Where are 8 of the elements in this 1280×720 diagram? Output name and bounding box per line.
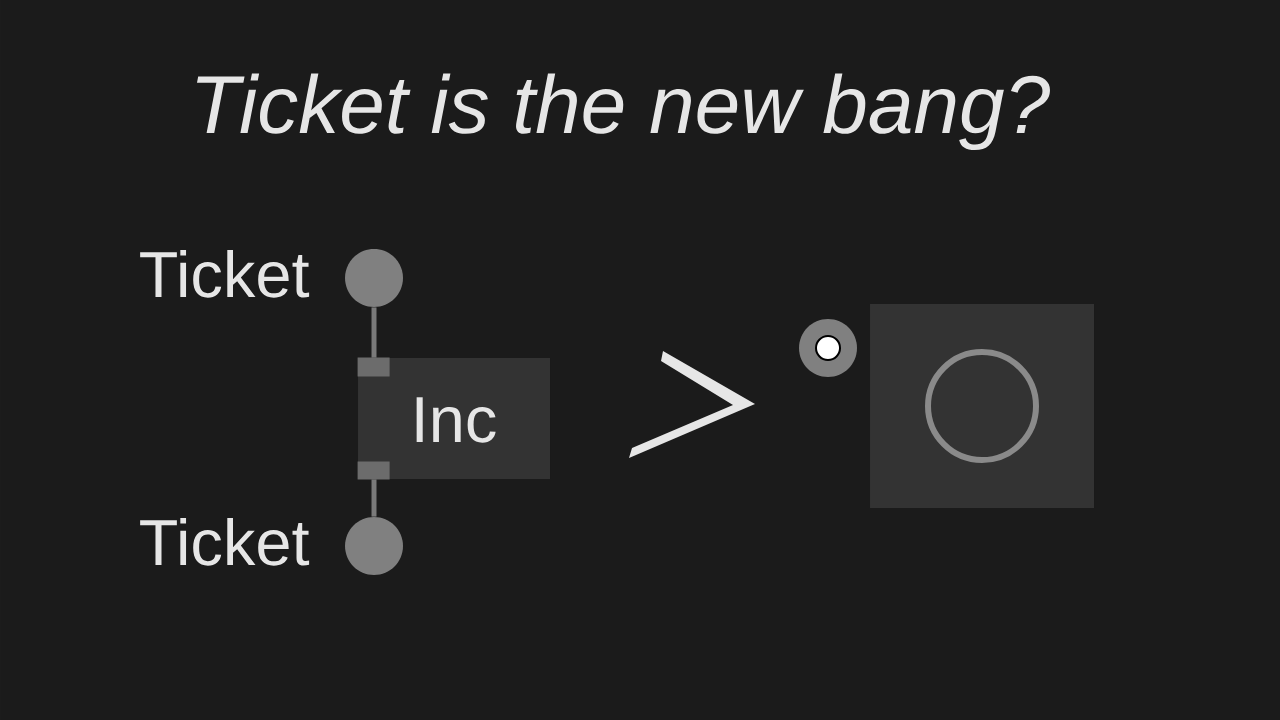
ring-dot: [799, 319, 857, 377]
greater-than-sign: [629, 351, 755, 458]
node-label: Ticket: [140, 249, 310, 298]
node-label: Ticket: [140, 517, 310, 566]
process-box: Inc: [358, 358, 550, 479]
connector-line: [371, 307, 377, 358]
connector-line: [371, 479, 377, 517]
title: Ticket is the new bang?: [197, 73, 1050, 150]
